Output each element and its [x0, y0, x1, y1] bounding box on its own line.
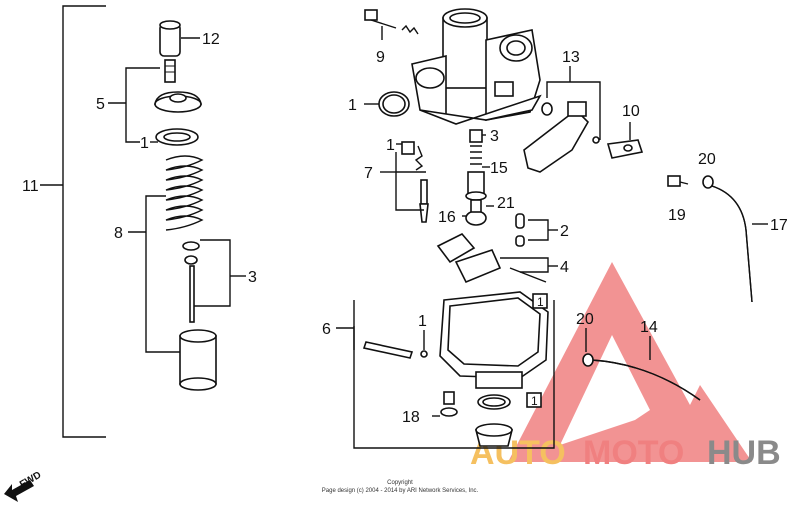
box-label-1b-text: 1 [531, 394, 538, 408]
callout-12: 12 [202, 31, 220, 48]
callout-15: 15 [490, 160, 508, 177]
part-19-screw [667, 175, 689, 187]
part-3-needle-clip [182, 241, 200, 323]
bracket-4 [500, 257, 549, 273]
part-5-top-cover [154, 59, 202, 113]
callout-1d: 1 [418, 313, 427, 330]
callout-11: 11 [22, 178, 39, 195]
part-14-hose [591, 359, 701, 401]
box-label-1a-text: 1 [537, 295, 544, 309]
bracket-3a [194, 239, 231, 307]
part-carburetor-body [411, 8, 542, 125]
part-2-float-valve [515, 213, 525, 247]
bracket-11 [62, 5, 106, 438]
part-17-hose [711, 185, 753, 303]
callout-21: 21 [497, 195, 515, 212]
callout-2: 2 [560, 223, 569, 240]
part-1-chamber-screw [420, 330, 428, 358]
callout-20a: 20 [698, 151, 716, 168]
callout-9: 9 [376, 49, 385, 66]
part-throttle-slide [179, 329, 217, 391]
fwd-arrow-icon [4, 480, 34, 502]
callout-17: 17 [770, 217, 788, 234]
callout-5: 5 [96, 96, 105, 113]
bracket-13 [546, 81, 601, 140]
part-18-drain-screw [440, 391, 458, 417]
callout-14: 14 [640, 319, 658, 336]
copyright-line-2: Page design (c) 2004 - 2014 by ARI Netwo… [322, 488, 479, 494]
bracket-2 [528, 219, 549, 241]
watermark-hub: HUB [707, 434, 781, 472]
callout-1c: 1 [386, 137, 395, 154]
callout-1a: 1 [140, 135, 149, 152]
part-8-spring [165, 155, 204, 231]
bracket-5 [125, 67, 160, 143]
callout-16: 16 [438, 209, 456, 226]
part-13-lever [523, 101, 600, 173]
callout-19: 19 [668, 207, 686, 224]
copyright-line-1: Copyright [387, 480, 413, 486]
callout-4: 4 [560, 259, 569, 276]
bracket-8 [145, 195, 186, 353]
part-15-jet-stack [465, 129, 487, 201]
callout-8: 8 [114, 225, 123, 242]
callout-6: 6 [322, 321, 331, 338]
part-12-cap [159, 20, 181, 57]
part-bottom-o-ring [474, 394, 514, 447]
bracket-6-frame [353, 300, 555, 449]
bracket-7 [395, 152, 424, 211]
watermark-triangle-logo [508, 262, 752, 462]
callout-7: 7 [364, 165, 373, 182]
callout-3b: 3 [490, 128, 499, 145]
part-4-float [436, 233, 547, 284]
part-10-clamp [606, 139, 644, 159]
callout-13: 13 [562, 49, 580, 66]
callout-3a: 3 [248, 269, 257, 286]
box-label-1a [532, 293, 548, 309]
part-20-clip-lower [582, 353, 594, 367]
part-17-hose-outline [711, 185, 753, 303]
callout-20b: 20 [576, 311, 594, 328]
part-20-clip-upper [702, 175, 714, 189]
watermark-moto: MOTO [583, 434, 684, 472]
part-9-screw [364, 9, 419, 35]
box-label-1b [526, 392, 542, 408]
part-16-jet [465, 199, 487, 226]
part-1-o-ring-left [155, 128, 199, 146]
callout-10: 10 [622, 103, 640, 120]
callout-1b: 1 [348, 97, 357, 114]
part-6-float-chamber [362, 291, 549, 389]
part-7-pilot-screw [401, 141, 429, 223]
callout-18: 18 [402, 409, 420, 426]
part-1-o-ring-body [378, 91, 410, 117]
